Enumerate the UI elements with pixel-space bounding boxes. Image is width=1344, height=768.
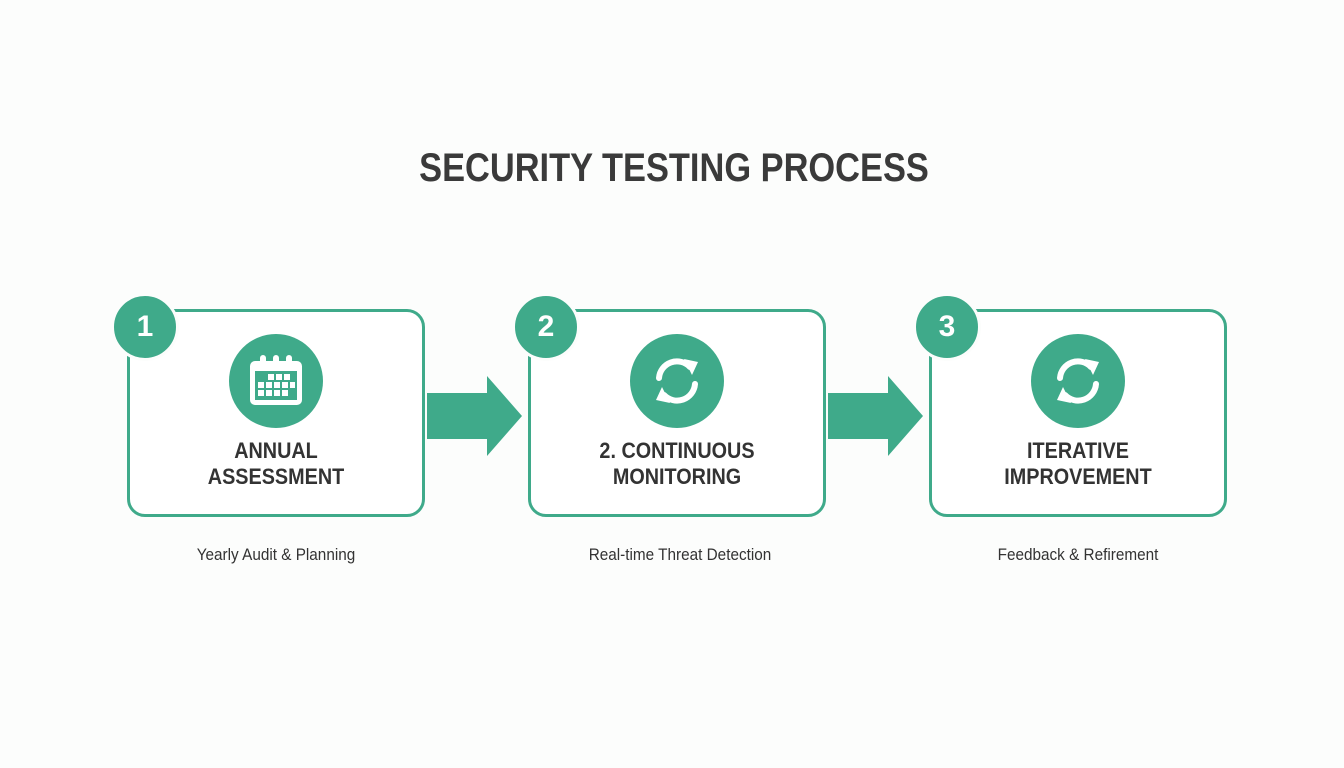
arrow-right-icon: [427, 376, 522, 456]
step-subtitle-2: Real-time Threat Detection: [588, 545, 772, 564]
step-title-line2: MONITORING: [612, 464, 742, 489]
step-title-line1: ITERATIVE: [1027, 438, 1129, 463]
step-title: ANNUAL ASSESSMENT: [145, 438, 408, 490]
calendar-icon: [229, 334, 323, 428]
step-card-2: 2 2. CONTINUOUS MONITORING: [512, 293, 826, 517]
step-card-1: 1 ANNUAL ASSESSMENT: [111, 293, 425, 517]
step-subtitle-1: Yearly Audit & Planning: [196, 545, 356, 564]
step-title-line1: 2. CONTINUOUS: [599, 438, 755, 463]
page-title: SECURITY TESTING PROCESS: [419, 146, 929, 190]
step-subtitle-3: Feedback & Refirement: [997, 545, 1159, 564]
arrow-right-icon: [828, 376, 923, 456]
step-number-badge: 2: [512, 293, 580, 361]
step-title-line2: IMPROVEMENT: [1004, 464, 1152, 489]
refresh-icon: [630, 334, 724, 428]
step-title: 2. CONTINUOUS MONITORING: [546, 438, 809, 490]
refresh-icon: [1031, 334, 1125, 428]
step-title-line2: ASSESSMENT: [207, 464, 345, 489]
step-number-badge: 1: [111, 293, 179, 361]
step-number-badge: 3: [913, 293, 981, 361]
step-title-line1: ANNUAL: [234, 438, 318, 463]
step-title: ITERATIVE IMPROVEMENT: [947, 438, 1210, 490]
step-card-3: 3 ITERATIVE IMPROVEMENT: [913, 293, 1227, 517]
